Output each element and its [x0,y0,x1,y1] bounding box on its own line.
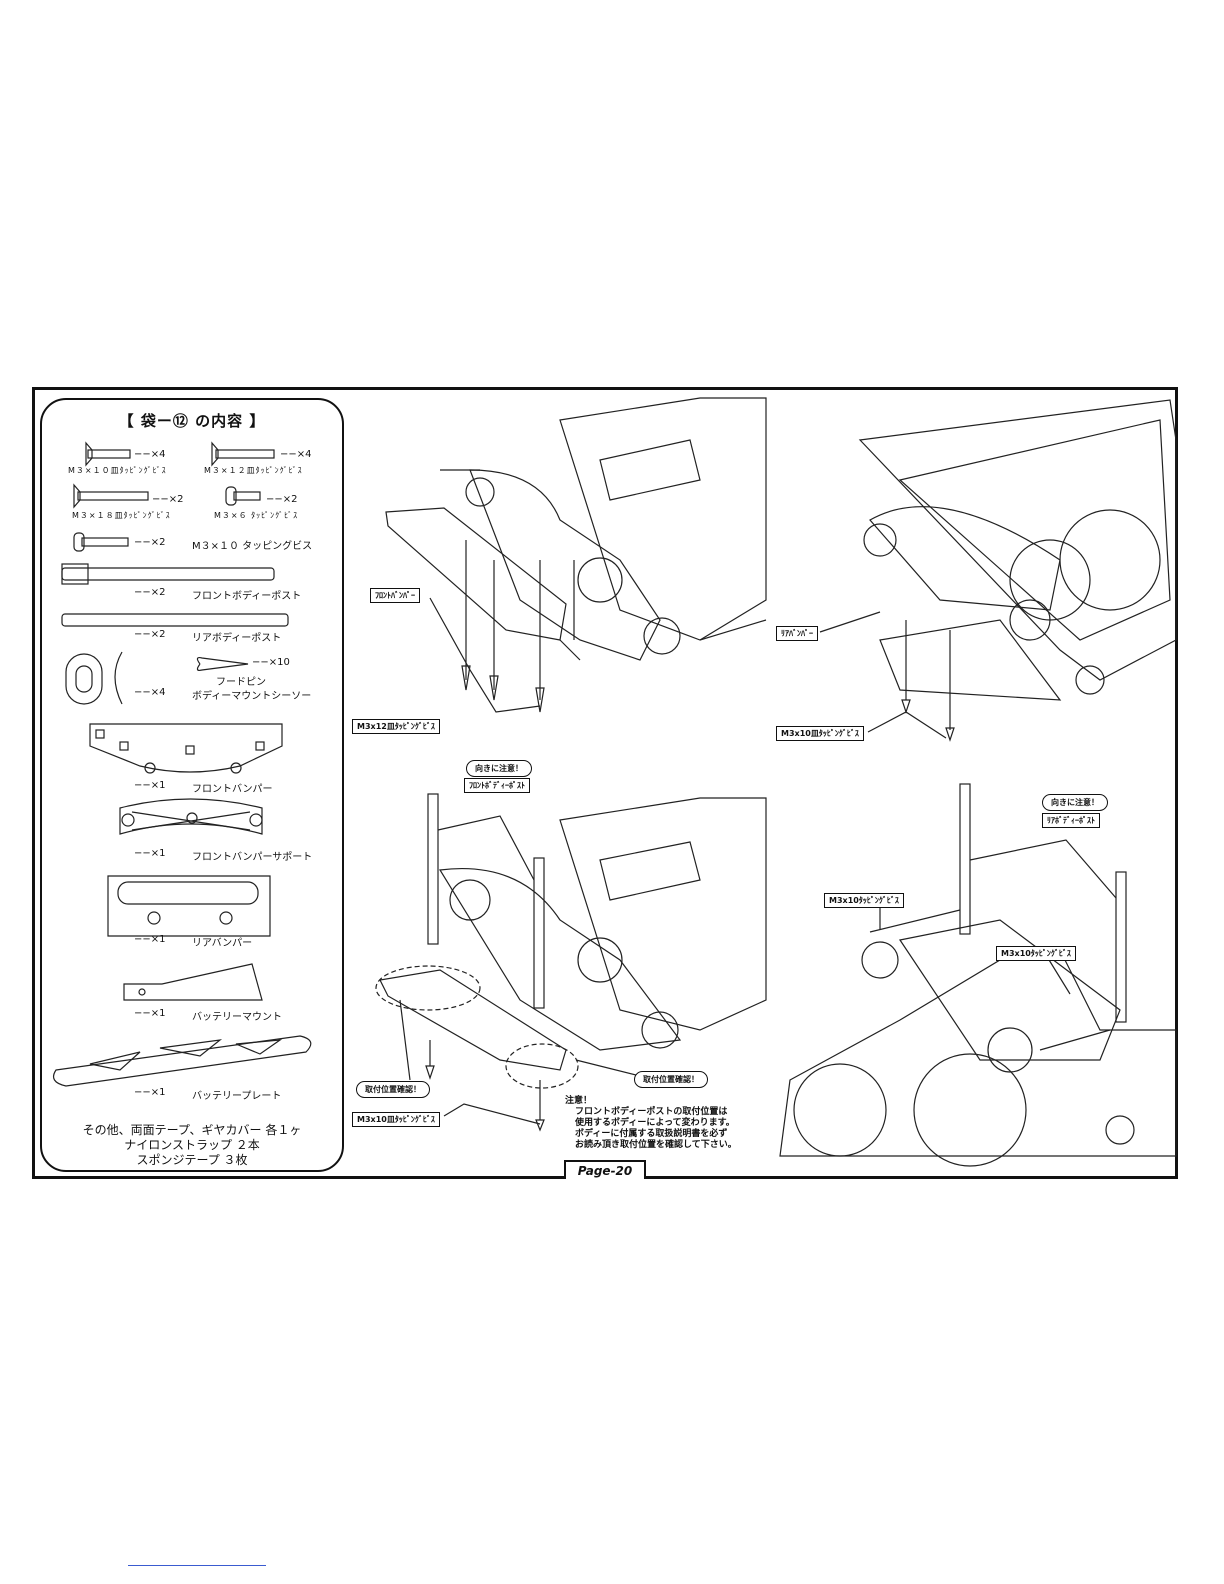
part-qty: −−×2 [134,537,166,548]
front-bumper-support-icon [119,798,263,835]
part-qty: −−×4 [134,687,166,698]
part-qty: −−×2 [134,587,166,598]
callout-direction-caution: 向きに注意！ [1042,794,1108,811]
part-name: M３×１０ タッピングビス [192,541,313,552]
parts-note: スポンジテープ ３枚 [136,1153,248,1167]
part-name: フロントバンパー [192,784,273,795]
front-bumper-icon [89,723,283,774]
part-name: フードピン [216,677,266,688]
callout-m3x12-flat-screw: M3x12皿ﾀｯﾋﾟﾝｸﾞﾋﾞｽ [352,719,440,734]
part-qty: −−×2 [134,629,166,640]
part-name: リアバンパー [192,938,253,949]
front-body-post-icon [61,563,275,585]
part-qty: −−×1 [134,780,166,791]
callout-m3x10-flat-screw: M3x10皿ﾀｯﾋﾟﾝｸﾞﾋﾞｽ [352,1112,440,1127]
part-qty: −−×2 [266,494,298,505]
rear-bumper-icon [107,875,271,937]
callout-front-bumper: ﾌﾛﾝﾄﾊﾞﾝﾊﾟｰ [370,588,420,603]
seesaw-mount-icon [65,651,123,705]
front-body-post-assembly-drawing [375,793,767,1132]
caution-title: 注意！ [565,1096,593,1106]
callout-position-check: 取付位置確認！ [356,1081,430,1098]
caution-line: 使用するボディーによって変わります。 [575,1118,735,1128]
caution-line: お読み頂き取付位置を確認して下さい。 [575,1140,737,1150]
part-qty: −−×1 [134,848,166,859]
part-name: M３×１０皿ﾀｯﾋﾟﾝｸﾞﾋﾞｽ [68,466,167,475]
parts-notes: その他、両面テープ、ギヤカバー 各１ヶ ナイロンストラップ ２本 スポンジテープ… [40,1123,344,1168]
battery-mount-icon [123,963,263,1001]
part-qty: −−×2 [152,494,184,505]
rear-bumper-assembly-drawing [819,399,1177,742]
caution-note: 注意！ フロントボディーポストの取付位置は 使用するボディーによって変わります。… [565,1096,737,1151]
part-name: バッテリーマウント [192,1012,282,1023]
part-name: フロントバンパーサポート [192,852,313,863]
parts-contents-panel: 【 袋ー⑫ の内容 】 [40,398,344,1172]
hood-pin-icon [196,657,249,671]
rear-body-post-icon [61,613,289,627]
screw-m3x12-flat-icon [211,441,275,467]
callout-position-check: 取付位置確認！ [634,1071,708,1088]
parts-note: ナイロンストラップ ２本 [124,1138,260,1152]
part-qty: −−×1 [134,934,166,945]
callout-direction-caution: 向きに注意！ [466,760,532,777]
caution-line: フロントボディーポストの取付位置は [575,1107,728,1117]
screw-m3x10-flat-icon [85,441,131,467]
callout-rear-bumper: ﾘｱﾊﾞﾝﾊﾟｰ [776,626,818,641]
part-name: バッテリープレート [192,1091,282,1102]
battery-plate-icon [53,1035,312,1087]
part-name: M３×１８皿ﾀｯﾋﾟﾝｸﾞﾋﾞｽ [72,511,171,520]
footer-link-underline [128,1565,266,1566]
screw-m3x18-flat-icon [73,483,149,509]
part-qty: −−×4 [280,449,312,460]
callout-m3x10-tapping-screw: M3x10ﾀｯﾋﾟﾝｸﾞﾋﾞｽ [824,893,904,908]
parts-note: その他、両面テープ、ギヤカバー 各１ヶ [82,1123,302,1137]
part-qty: −−×10 [252,657,290,668]
part-qty: −−×1 [134,1008,166,1019]
rear-body-post-assembly-drawing [779,783,1177,1167]
callout-rear-body-post: ﾘｱﾎﾞﾃﾞｨｰﾎﾟｽﾄ [1042,813,1100,828]
page-number: Page-20 [564,1160,646,1179]
callout-m3x10-tapping-screw: M3x10ﾀｯﾋﾟﾝｸﾞﾋﾞｽ [996,946,1076,961]
part-name: リアボディーポスト [192,633,282,644]
part-qty: −−×4 [134,449,166,460]
part-name: M３×６ ﾀｯﾋﾟﾝｸﾞﾋﾞｽ [214,511,299,520]
part-name: M３×１２皿ﾀｯﾋﾟﾝｸﾞﾋﾞｽ [204,466,303,475]
front-bumper-assembly-drawing [385,397,767,713]
screw-m3x6-icon [225,486,261,506]
callout-front-body-post: ﾌﾛﾝﾄﾎﾞﾃﾞｨｰﾎﾟｽﾄ [464,778,530,793]
part-name: ボディーマウントシーソー [192,691,312,702]
callout-m3x10-flat-screw: M3x10皿ﾀｯﾋﾟﾝｸﾞﾋﾞｽ [776,726,864,741]
screw-m3x10-tapping-icon [73,532,129,552]
parts-panel-title: 【 袋ー⑫ の内容 】 [118,412,266,430]
caution-line: ボディーに付属する取扱説明書を必ず [575,1129,728,1139]
part-name: フロントボディーポスト [192,591,302,602]
part-qty: −−×1 [134,1087,166,1098]
